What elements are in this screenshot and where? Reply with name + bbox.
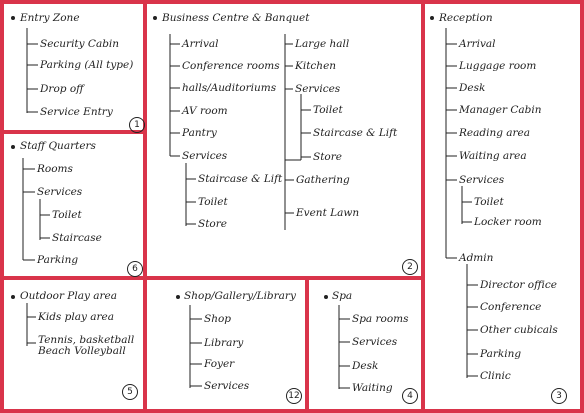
list-item: Beach Volleyball	[38, 345, 126, 357]
list-item: Security Cabin	[40, 38, 120, 50]
list-item: Toilet	[313, 104, 343, 116]
list-item: Services	[204, 380, 250, 392]
zone-title: Outdoor Play area	[20, 290, 118, 302]
bullet-dot	[11, 16, 15, 20]
list-item: Toilet	[474, 196, 504, 208]
list-item: Kitchen	[295, 60, 337, 72]
list-item: Services	[459, 174, 505, 186]
zone-title: Business Centre & Banquet	[162, 12, 310, 24]
list-item: Waiting area	[459, 150, 527, 162]
zone-title: Staff Quarters	[20, 140, 96, 152]
list-item: Toilet	[52, 209, 82, 221]
bullet-dot	[153, 16, 157, 20]
list-item: Conference	[480, 301, 542, 313]
tree-connectors	[22, 28, 478, 389]
zone-number: 2	[402, 259, 418, 275]
list-item: Staircase	[52, 232, 102, 244]
list-item: Service Entry	[40, 106, 113, 118]
list-item: Rooms	[37, 163, 73, 175]
list-item: Library	[204, 337, 244, 349]
zone-number: 1	[129, 117, 145, 133]
list-item: Parking	[37, 254, 79, 266]
list-item: Services	[352, 336, 398, 348]
zone-title: Shop/Gallery/Library	[184, 290, 296, 302]
list-item: Large hall	[295, 38, 350, 50]
list-item: Services	[37, 186, 83, 198]
list-item: Store	[198, 218, 227, 230]
zone-number: 5	[122, 384, 138, 400]
list-item: Arrival	[459, 38, 496, 50]
list-item: Other cubicals	[480, 324, 558, 336]
list-item: Pantry	[182, 127, 217, 139]
bullet-dot	[430, 16, 434, 20]
list-item: Locker room	[474, 216, 542, 228]
list-item: Store	[313, 151, 342, 163]
list-item: Staircase & Lift	[313, 127, 398, 139]
list-item: Desk	[352, 360, 379, 372]
list-item: Admin	[459, 252, 494, 264]
zone-number: 3	[551, 388, 567, 404]
list-item: Waiting	[352, 382, 393, 394]
zone-title: Spa	[332, 290, 353, 302]
list-item: Kids play area	[38, 311, 115, 323]
zone-number: 12	[286, 388, 302, 404]
list-item: Conference rooms	[182, 60, 280, 72]
list-item: Staircase & Lift	[198, 173, 283, 185]
list-item: Foyer	[204, 358, 235, 370]
list-item: Desk	[459, 82, 486, 94]
bullet-dot	[11, 295, 15, 299]
zone-number: 4	[402, 388, 418, 404]
zone-title: Reception	[439, 12, 493, 24]
list-item: Clinic	[480, 370, 511, 382]
list-item: Manager Cabin	[459, 104, 542, 116]
list-item: Event Lawn	[296, 207, 360, 219]
list-item: Services	[182, 150, 228, 162]
bullet-dot	[11, 145, 15, 149]
list-item: Toilet	[198, 196, 228, 208]
list-item: Services	[295, 83, 341, 95]
zone-number: 6	[127, 261, 143, 277]
zone-title: Entry Zone	[20, 12, 80, 24]
list-item: Luggage room	[459, 60, 537, 72]
list-item: Drop off	[40, 83, 84, 95]
list-item: Reading area	[459, 127, 531, 139]
list-item: Spa rooms	[352, 313, 409, 325]
list-item: Arrival	[182, 38, 219, 50]
bullet-dot	[324, 295, 328, 299]
list-item: Parking	[480, 348, 522, 360]
list-item: Shop	[204, 313, 231, 325]
list-item: Parking (All type)	[40, 59, 134, 71]
list-item: AV room	[182, 105, 228, 117]
list-item: halls/Auditoriums	[182, 82, 277, 94]
list-item: Director office	[480, 279, 558, 291]
list-item: Tennis, basketball	[38, 334, 135, 346]
bullet-dot	[176, 295, 180, 299]
list-item: Gathering	[296, 174, 350, 186]
